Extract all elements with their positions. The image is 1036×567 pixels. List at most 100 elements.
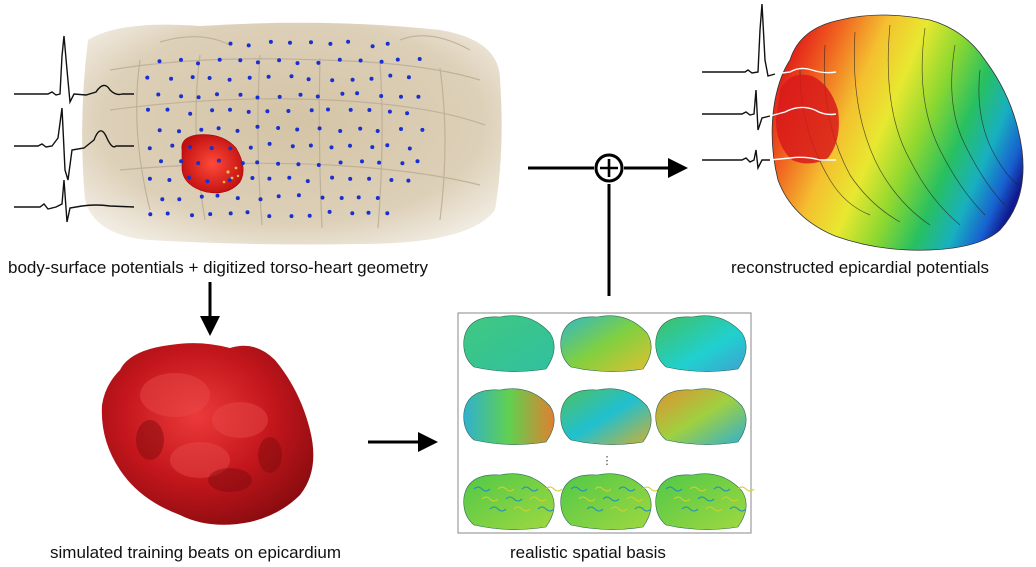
electrode-dot — [416, 95, 420, 99]
electrode-dot — [386, 42, 390, 46]
electrode-dot — [276, 162, 280, 166]
training-heart-image — [102, 343, 314, 525]
electrode-dot — [385, 211, 389, 215]
electrode-dot — [346, 40, 350, 44]
basis-ellipsis: ⋮ — [602, 454, 613, 467]
arrow-sum-to-epicardial — [624, 158, 688, 178]
electrode-dot — [210, 146, 214, 150]
electrode-dot — [418, 57, 422, 61]
electrode-dot — [228, 108, 232, 112]
electrode-dot — [399, 127, 403, 131]
electrode-dot — [190, 213, 194, 217]
electrode-dot — [166, 108, 170, 112]
electrode-dot — [170, 144, 174, 148]
electrode-dot — [400, 161, 404, 165]
electrode-dot — [326, 108, 330, 112]
electrode-dot — [330, 78, 334, 82]
electrode-dot — [246, 210, 250, 214]
electrode-dot — [321, 196, 325, 200]
electrode-dot — [229, 211, 233, 215]
electrode-dot — [296, 162, 300, 166]
electrode-dot — [256, 125, 260, 129]
electrode-dot — [355, 91, 359, 95]
arrow-heart-to-basis — [368, 432, 438, 452]
electrode-dot — [405, 111, 409, 115]
torso-geometry-image — [82, 23, 502, 245]
electrode-dot — [287, 176, 291, 180]
electrode-dot — [265, 109, 269, 113]
electrode-dot — [370, 77, 374, 81]
electrode-dot — [216, 194, 220, 198]
electrode-dot — [348, 144, 352, 148]
electrode-dot — [309, 40, 313, 44]
electrode-dot — [259, 197, 263, 201]
electrode-dot — [215, 92, 219, 96]
electrode-dot — [179, 58, 183, 62]
epicardial-potential-map — [772, 15, 1023, 250]
electrode-dot — [396, 58, 400, 62]
electrode-dot — [156, 93, 160, 97]
electrode-dot — [179, 94, 183, 98]
electrode-dot — [330, 145, 334, 149]
electrode-dot — [299, 93, 303, 97]
electrode-dot — [291, 144, 295, 148]
electrode-dot — [406, 179, 410, 183]
electrode-dot — [146, 108, 150, 112]
electrode-dot — [217, 126, 221, 130]
electrode-dot — [307, 77, 311, 81]
electrode-dot — [249, 146, 253, 150]
electrode-dot — [276, 126, 280, 130]
electrode-dot — [318, 126, 322, 130]
electrode-dot — [247, 43, 251, 47]
electrode-dot — [338, 58, 342, 62]
electrode-dot — [389, 178, 393, 182]
electrode-dot — [210, 108, 214, 112]
electrode-dot — [340, 196, 344, 200]
electrode-dot — [367, 177, 371, 181]
electrode-dot — [370, 145, 374, 149]
electrode-dot — [256, 96, 260, 100]
electrode-dot — [256, 60, 260, 64]
electrode-dot — [371, 44, 375, 48]
electrode-dot — [309, 144, 313, 148]
electrode-dot — [379, 94, 383, 98]
electrode-dot — [229, 42, 233, 46]
electrode-dot — [306, 179, 310, 183]
electrode-dot — [269, 40, 273, 44]
electrode-dot — [367, 211, 371, 215]
electrode-dot — [408, 147, 412, 151]
electrode-dot — [286, 109, 290, 113]
electrode-dot — [238, 58, 242, 62]
spatial-basis-grid: ⋮ — [458, 313, 754, 533]
electrode-dot — [367, 108, 371, 112]
electrode-dot — [236, 196, 240, 200]
electrode-dot — [236, 129, 240, 133]
electrode-dot — [290, 214, 294, 218]
electrode-dot — [191, 75, 195, 79]
electrode-dot — [239, 93, 243, 97]
electrode-dot — [310, 108, 314, 112]
electrode-dot — [166, 212, 170, 216]
electrode-dot — [167, 178, 171, 182]
caption-training-beats: simulated training beats on epicardium — [50, 543, 341, 563]
electrode-dot — [349, 108, 353, 112]
electrode-dot — [247, 110, 251, 114]
electrode-dot — [348, 177, 352, 181]
electrode-dot — [199, 128, 203, 132]
electrode-dot — [380, 60, 384, 64]
electrode-dot — [328, 210, 332, 214]
electrode-dot — [188, 112, 192, 116]
electrode-dot — [388, 110, 392, 114]
electrode-dot — [228, 178, 232, 182]
electrode-dot — [169, 77, 173, 81]
electrode-dot — [208, 76, 212, 80]
electrode-dot — [267, 75, 271, 79]
electrode-dot — [145, 76, 149, 80]
electrode-dot — [205, 179, 209, 183]
electrode-dot — [228, 146, 232, 150]
electrode-dot — [148, 177, 152, 181]
electrode-dot — [376, 196, 380, 200]
electrode-dot — [416, 159, 420, 163]
electrode-dot — [277, 58, 281, 62]
